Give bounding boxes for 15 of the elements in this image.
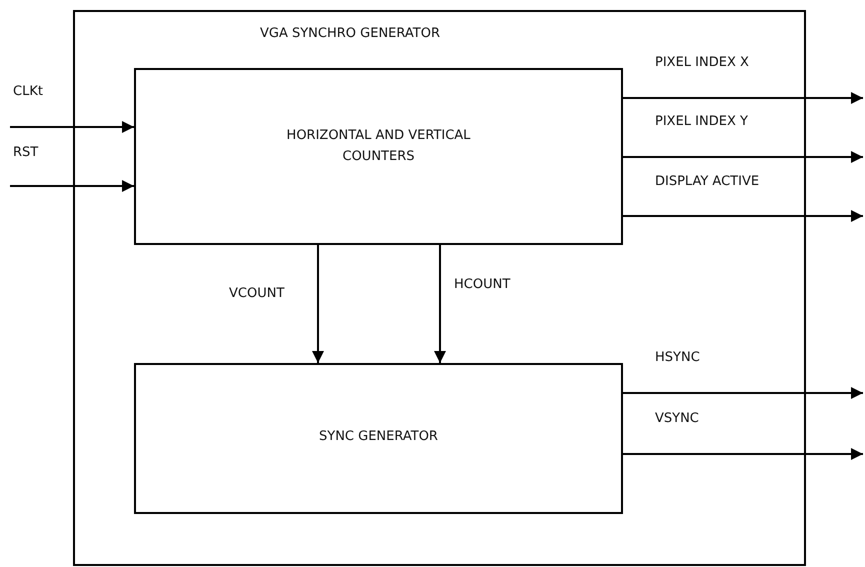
- process-box: [134, 68, 623, 245]
- arrow: [623, 151, 863, 163]
- arrow: [623, 92, 863, 104]
- arrow: [10, 180, 134, 192]
- arrow: [623, 448, 863, 460]
- block-title: VGA SYNCHRO GENERATOR: [260, 25, 440, 43]
- process-box: [134, 363, 623, 514]
- arrow: [10, 121, 134, 133]
- arrow: [623, 387, 863, 399]
- outer-block: [73, 10, 806, 566]
- arrow: [312, 245, 324, 363]
- arrow: [434, 245, 446, 363]
- block-label: HORIZONTAL AND VERTICAL COUNTERS: [286, 127, 472, 166]
- arrow: [623, 210, 863, 222]
- block-label: SYNC GENERATOR: [318, 428, 439, 446]
